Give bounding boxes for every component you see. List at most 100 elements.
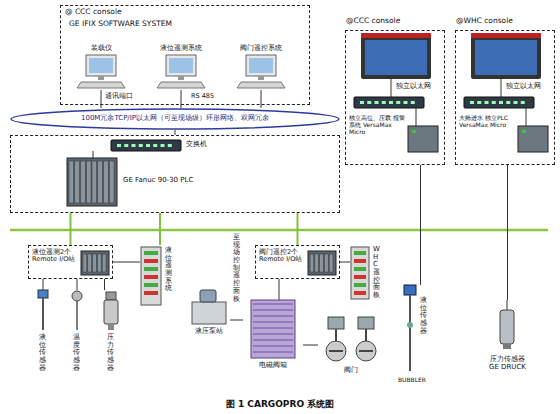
icon-part	[354, 97, 424, 108]
icon-part	[77, 82, 125, 88]
icon-part	[38, 290, 48, 298]
icon-part	[409, 295, 411, 371]
icon-part	[412, 130, 416, 133]
icon-part	[389, 101, 393, 104]
node-label: 交换机	[186, 140, 207, 148]
icon-part	[89, 58, 113, 73]
icon-part	[144, 283, 158, 287]
icon-part	[358, 317, 374, 329]
connector-line	[303, 345, 318, 346]
icon-part	[365, 40, 427, 75]
icon-part	[354, 251, 366, 255]
connector-line	[113, 262, 140, 263]
icon-part	[326, 341, 346, 361]
whc-console: @WHC console独立以太网大舱进水 独立PLC VersaMax Mic…	[455, 30, 555, 165]
icon-part	[471, 33, 541, 38]
icon-part	[253, 322, 293, 323]
icon-part	[86, 55, 116, 76]
icon-part	[144, 251, 158, 255]
icon-part	[76, 301, 78, 330]
icon-part	[354, 267, 366, 271]
icon-part	[503, 344, 511, 349]
pressure-sensor: 压力传感器	[96, 290, 126, 385]
connector-line	[101, 90, 102, 108]
icon-part	[522, 130, 526, 133]
icon-part	[506, 101, 510, 104]
icon-part	[485, 101, 489, 104]
icon-part	[361, 33, 431, 38]
icon-part	[356, 341, 376, 361]
icon-part	[169, 58, 193, 73]
connector-line	[70, 213, 72, 245]
icon-part	[88, 254, 92, 272]
icon-part	[106, 292, 116, 300]
icon-part	[521, 101, 525, 104]
icon-part	[354, 259, 366, 263]
icon-part	[354, 275, 366, 279]
node-label: @CCC console	[346, 17, 400, 26]
icon-part	[253, 310, 293, 311]
icon-part	[86, 161, 91, 203]
icon-part	[42, 298, 44, 330]
icon-part	[404, 101, 408, 104]
icon-part	[391, 79, 392, 97]
icon-part	[92, 161, 97, 203]
icon-part	[132, 144, 136, 147]
node-label: 电磁阀箱	[243, 361, 303, 369]
node-text: 大舱进水 独立PLC VersaMax Micro	[459, 115, 516, 129]
node-label: 阀门	[318, 366, 383, 374]
icon-part	[141, 247, 161, 305]
node-label: 液位遥测系统	[165, 247, 172, 293]
temperature-sensor: 温度传感器	[62, 290, 92, 385]
icon-part	[253, 346, 293, 347]
icon-part	[168, 144, 172, 147]
icon-part	[144, 275, 158, 279]
node-text: GE Fanuc 90-30 PLC	[123, 176, 193, 184]
figure-caption: 图 1 CARGOPRO 系统图	[0, 399, 560, 409]
icon-part	[407, 322, 413, 328]
icon-part	[108, 324, 114, 330]
icon-part	[72, 291, 82, 301]
icon-part	[354, 291, 366, 295]
icon-part	[367, 101, 371, 104]
icon-part	[93, 254, 97, 272]
icon-part	[360, 101, 364, 104]
icon-part	[237, 82, 285, 88]
icon-part	[514, 101, 518, 104]
icon-part	[507, 300, 508, 310]
icon-part	[144, 291, 158, 295]
bubbler-sensor: 液位传感器BUBBLER	[398, 285, 443, 390]
node-label: 装载仪	[71, 44, 131, 52]
node-text: BUBBLER	[398, 377, 426, 384]
icon-part	[329, 350, 343, 352]
icon-part	[253, 340, 293, 341]
node-label: 液位遥测2个 Remote I/O站	[32, 249, 78, 264]
connector-line	[420, 165, 421, 285]
icon-part	[249, 58, 273, 73]
icon-part	[98, 161, 103, 203]
icon-part	[396, 101, 400, 104]
icon-part	[492, 101, 496, 104]
icon-part	[351, 247, 369, 299]
icon-part	[470, 101, 474, 104]
icon-part	[117, 144, 121, 147]
icon-part	[69, 161, 74, 203]
icon-part	[253, 304, 293, 305]
icon-part	[166, 55, 196, 76]
icon-part	[354, 283, 366, 287]
connector-line	[181, 90, 182, 108]
icon-part	[97, 254, 101, 272]
whc-console-icon	[456, 31, 556, 166]
icon-part	[157, 82, 205, 88]
field-bus-line	[10, 229, 548, 232]
node-text: 独立以太网	[396, 83, 431, 90]
alarm-console: @CCC console独立以太网独立高位、压载 报警系统 VersaMax M…	[345, 30, 445, 165]
node-label: 温度传感器	[73, 334, 80, 372]
icon-part	[499, 101, 503, 104]
connector-line	[77, 279, 78, 290]
icon-part	[192, 302, 226, 324]
icon-part	[67, 158, 117, 206]
remote-io-box: 液位遥测2个 Remote I/O站	[28, 245, 113, 279]
connector-line	[340, 262, 350, 263]
icon-part	[104, 161, 109, 203]
